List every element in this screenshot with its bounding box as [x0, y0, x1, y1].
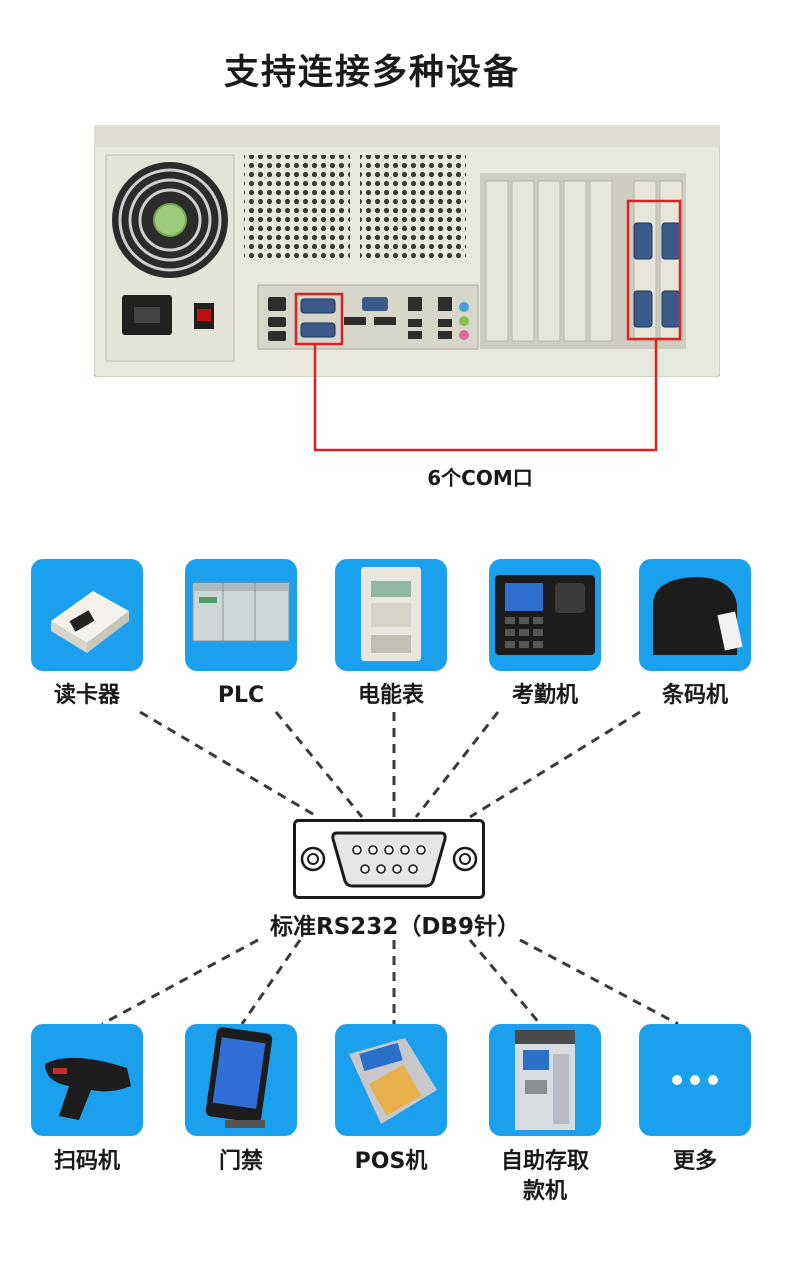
device-label-barcode-scanner: 扫码机 — [53, 1149, 120, 1174]
device-label-attendance-machine: 考勤机 — [511, 683, 578, 708]
device-label-barcode-printer: 条码机 — [661, 683, 728, 708]
page-title: 支持连接多种设备 — [223, 53, 520, 93]
db9-connector-icon — [293, 819, 485, 899]
device-label-more: 更多 — [672, 1149, 717, 1174]
barcode-scanner-icon — [31, 1024, 143, 1136]
device-label-electric-meter: 电能表 — [357, 683, 424, 708]
plc-icon — [185, 559, 297, 671]
atm-icon — [489, 1024, 601, 1136]
more-icon — [639, 1024, 751, 1136]
device-label-plc: PLC — [217, 683, 265, 708]
industrial-pc-back-panel — [94, 125, 720, 377]
device-label-card-reader: 读卡器 — [53, 683, 120, 708]
attendance-machine-icon — [489, 559, 601, 671]
electric-meter-icon — [335, 559, 447, 671]
pos-terminal-icon — [335, 1024, 447, 1136]
device-label-atm: 自助存取款机 — [500, 1149, 589, 1204]
connector-standard-label: 标准RS232（DB9针） — [270, 914, 520, 940]
com-port-count-label: 6个COM口 — [427, 466, 533, 490]
device-label-access-control: 门禁 — [218, 1149, 263, 1174]
device-label-pos-terminal: POS机 — [354, 1149, 428, 1174]
barcode-printer-icon — [639, 559, 751, 671]
access-control-icon — [185, 1024, 297, 1136]
card-reader-icon — [31, 559, 143, 671]
